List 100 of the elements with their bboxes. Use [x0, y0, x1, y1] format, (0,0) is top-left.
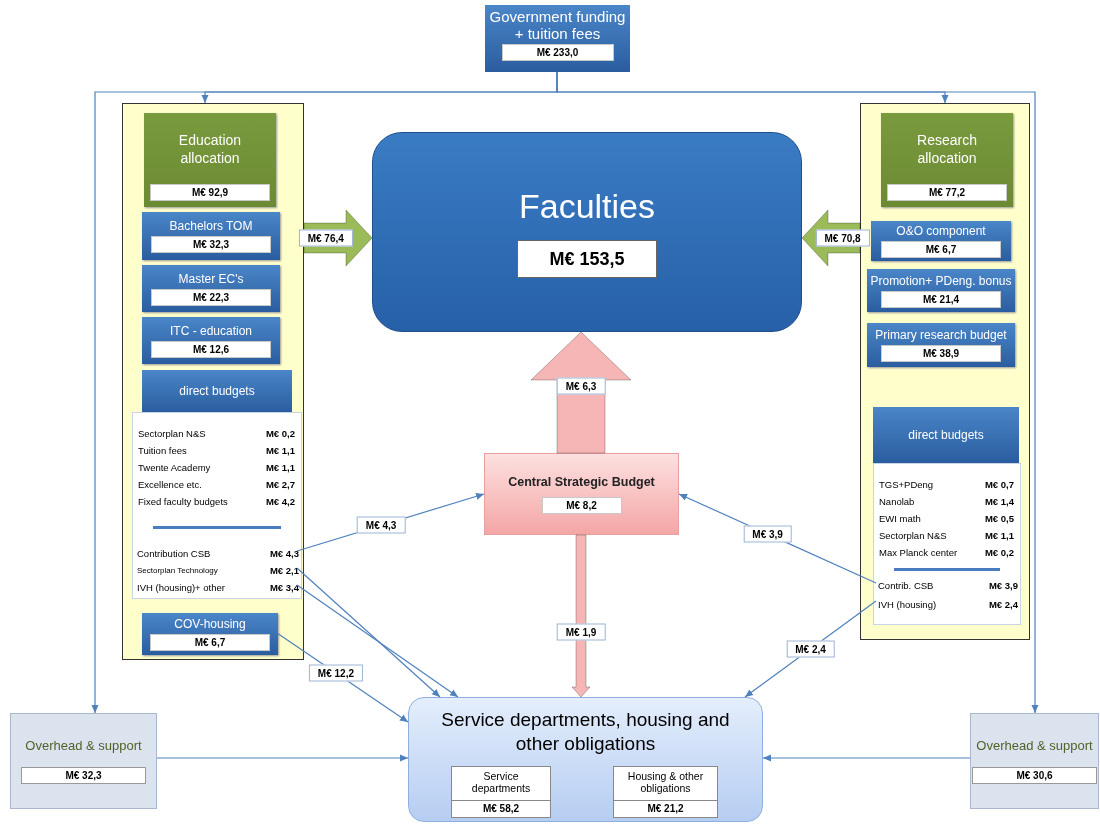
block-arrow	[571, 534, 591, 698]
budget-list-box	[132, 412, 302, 599]
box-title: Bachelors TOM	[169, 219, 253, 234]
box-title: Master EC's	[178, 271, 244, 287]
amount-label: M€ 77,2	[887, 184, 1007, 201]
item-name: Contrib. CSB	[878, 580, 934, 591]
box-title: ITC - education	[169, 323, 252, 339]
box-title: Education allocation	[177, 130, 243, 167]
amount-label: M€ 8,2	[541, 496, 622, 514]
funding-box	[485, 5, 630, 72]
amount-label: M€ 4,3	[269, 548, 299, 559]
sub-budget-box	[451, 766, 551, 818]
box-title: Housing & other obligations	[626, 769, 705, 794]
arrow	[296, 584, 459, 698]
arrow	[556, 71, 1039, 714]
budget-list-box	[873, 463, 1021, 625]
amount-label: M€ 0,2	[984, 546, 1014, 560]
amount-label: M€ 153,5	[517, 240, 657, 278]
amount-label: M€ 6,7	[150, 634, 270, 651]
item-name: Excellence etc.	[138, 478, 203, 492]
amount-label: M€ 32,3	[151, 236, 271, 253]
amount-label: M€ 22,3	[151, 288, 271, 306]
block-arrow	[530, 331, 632, 454]
box-title: Government funding + tuition fees	[489, 8, 626, 42]
box-title: Service departments, housing and other obligations	[440, 708, 731, 756]
budget-box	[142, 317, 280, 364]
amount-label: M€ 1,4	[984, 495, 1014, 509]
item-name: Max Planck center	[879, 546, 959, 560]
amount-label: M€ 3,9	[988, 580, 1018, 591]
box-title: Promotion+ PDeng. bonus	[870, 273, 1012, 289]
overhead-box	[10, 713, 157, 809]
edge-label: M€ 76,4	[298, 229, 353, 247]
amount-label: M€ 30,6	[972, 767, 1097, 784]
budget-header-box	[873, 407, 1019, 463]
edge-label: M€ 6,3	[556, 377, 606, 395]
edge-label: M€ 4,3	[356, 516, 406, 534]
amount-label: M€ 1,1	[265, 444, 295, 458]
box-title: COV-housing	[174, 617, 246, 632]
budget-box	[142, 613, 278, 655]
amount-label: M€ 32,3	[21, 767, 146, 784]
item-name: Sectorplan Technology	[137, 566, 218, 575]
arrow	[296, 567, 441, 698]
arrow	[156, 754, 409, 762]
amount-label: M€ 2,7	[265, 478, 295, 492]
item-name: Nanolab	[879, 495, 916, 509]
amount-label: M€ 21,2	[614, 800, 717, 817]
item-name: Contribution CSB	[137, 548, 211, 559]
strategic-budget-box	[484, 453, 679, 535]
amount-label: M€ 1,1	[265, 461, 295, 475]
item-name: Sectorplan N&S	[138, 427, 207, 441]
allocation-box	[144, 113, 276, 207]
edge-label: M€ 70,8	[815, 229, 870, 247]
amount-label: M€ 92,9	[150, 184, 270, 201]
amount-label: M€ 0,7	[984, 478, 1014, 492]
item-name: IVH (housing)	[878, 599, 937, 610]
item-name: Fixed faculty budgets	[138, 495, 229, 509]
box-title: Research allocation	[916, 130, 978, 167]
allocation-panel	[122, 103, 304, 660]
box-title: Overhead & support	[25, 738, 142, 753]
budget-box	[871, 221, 1011, 261]
amount-label: M€ 1,1	[984, 529, 1014, 543]
amount-label: M€ 4,2	[265, 495, 295, 509]
amount-label: M€ 38,9	[881, 345, 1001, 362]
item-name: Twente Academy	[138, 461, 212, 475]
amount-label: M€ 3,4	[269, 582, 299, 593]
amount-label: M€ 2,1	[269, 565, 299, 576]
item-name: TGS+PDeng	[879, 478, 935, 492]
edge-label: M€ 2,4	[786, 640, 835, 658]
item-name: EWI math	[879, 512, 922, 526]
item-name: IVH (housing)+ other	[137, 582, 225, 593]
amount-label: M€ 6,7	[881, 241, 1001, 258]
box-title: Central Strategic Budget	[508, 474, 655, 489]
sub-budget-box	[613, 766, 718, 818]
box-title: Faculties	[518, 186, 656, 226]
edge-label: M€ 1,9	[556, 623, 606, 641]
budget-header-box	[142, 370, 292, 412]
amount-label: M€ 58,2	[452, 800, 550, 817]
box-title: O&O component	[896, 224, 986, 239]
amount-label: M€ 12,6	[151, 340, 271, 358]
box-title: Primary research budget	[875, 328, 1007, 343]
box-title: direct budgets	[908, 428, 984, 442]
box-title: direct budgets	[179, 384, 255, 398]
budget-box	[142, 265, 280, 312]
item-name: Tuition fees	[138, 444, 188, 458]
allocation-panel	[860, 103, 1030, 640]
faculties-box	[372, 132, 802, 332]
box-title: Service departments	[470, 769, 532, 794]
service-box	[408, 697, 763, 822]
amount-label: M€ 0,5	[984, 512, 1014, 526]
budget-box	[867, 269, 1015, 312]
box-title: Overhead & support	[976, 738, 1093, 753]
amount-label: M€ 233,0	[501, 44, 614, 61]
budget-box	[142, 212, 280, 260]
edge-label: M€ 3,9	[743, 525, 792, 543]
budget-box	[867, 323, 1015, 367]
overhead-box	[970, 713, 1099, 809]
amount-label: M€ 2,4	[988, 599, 1018, 610]
arrow	[762, 754, 971, 762]
amount-label: M€ 0,2	[265, 427, 295, 441]
allocation-box	[881, 113, 1013, 207]
